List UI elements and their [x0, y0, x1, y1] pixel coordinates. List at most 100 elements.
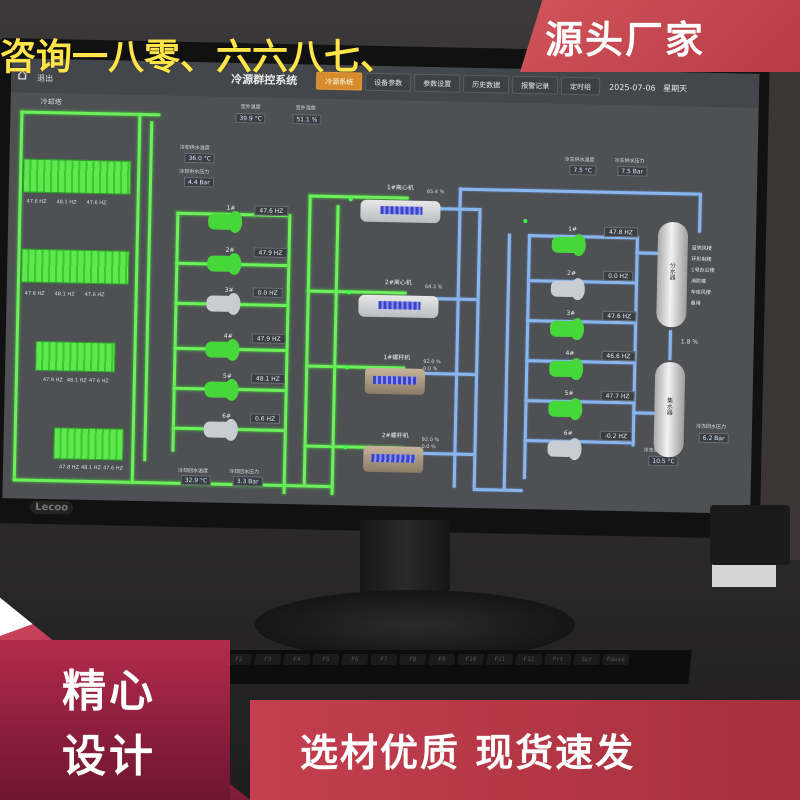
bypass-value: 1.8 % — [680, 338, 699, 346]
chiller-unit-3[interactable] — [364, 364, 426, 399]
keyboard-key: F3 — [254, 654, 282, 665]
pump-head — [569, 318, 585, 341]
chilled-pump-hz: 0.0 HZ — [603, 270, 634, 282]
chilled-pump-hz: 47.8 HZ — [603, 226, 639, 238]
chilled-pump-1[interactable] — [551, 234, 587, 257]
outdoor-temp-value: 39.9 °C — [235, 112, 266, 124]
chiller-name: 2#螺杆机 — [381, 432, 409, 440]
tab-settings[interactable]: 参数设置 — [413, 73, 461, 93]
keyboard-key: Scr — [573, 654, 601, 665]
pipe — [171, 211, 180, 452]
chiller-load-2: 0.0 % — [421, 443, 436, 451]
monitor-screen: ⌂ 退出 冷源群控系统 冷源系统 设备参数 参数设置 历史数据 报警记录 定时组… — [2, 58, 760, 514]
ct-return-temp-label: 冷却回水温度 — [177, 467, 209, 475]
chilled-pump-number: 2# — [567, 269, 577, 278]
ct-supply-press-label: 冷却供水压力 — [179, 168, 210, 176]
pipe — [452, 187, 462, 488]
cooling-pump-hz: 0.0 HZ — [252, 287, 283, 298]
contact-text: 咨询一八零、六六八七、 — [0, 37, 397, 78]
return-header-label: 集水器 — [665, 397, 673, 416]
chilled-supply-temp-value: 7.5 °C — [569, 164, 597, 176]
ct-return-press-label: 冷却回水压力 — [228, 468, 260, 476]
cooling-pump-3[interactable] — [206, 292, 241, 316]
keyboard-key: Prt — [544, 654, 572, 665]
keyboard-key: F5 — [312, 654, 340, 665]
pump-head — [568, 357, 584, 381]
tower-hz: 48.1 HZ — [54, 291, 75, 298]
branch-label: 环形制楼 — [691, 256, 712, 263]
chilled-supply-press-label: 冷冻供水压力 — [614, 157, 645, 165]
keyboard-key: F11 — [486, 654, 514, 665]
chilled-pump-4[interactable] — [549, 357, 584, 381]
supply-header-label: 分水器 — [668, 262, 676, 281]
pipe — [458, 187, 699, 196]
tab-history[interactable]: 历史数据 — [462, 74, 510, 94]
chilled-pump-5[interactable] — [548, 397, 583, 421]
chiller-unit-1[interactable] — [360, 194, 441, 230]
cooling-pump-2[interactable] — [207, 252, 242, 276]
chiller-unit-4[interactable] — [362, 442, 424, 477]
outdoor-humid-label: 室外湿度 — [295, 105, 316, 112]
branch-label: 1号办公楼 — [691, 267, 715, 275]
cooling-tower-3[interactable] — [35, 340, 116, 373]
pipe — [143, 121, 154, 462]
keyboard-key: Pause — [602, 654, 630, 665]
tab-timer[interactable]: 定时组 — [560, 76, 601, 96]
cooling-pump-hz: 0.6 HZ — [249, 413, 281, 424]
cooling-pump-5[interactable] — [204, 378, 239, 402]
status-led — [343, 445, 348, 450]
chiller-coil — [372, 375, 417, 385]
ct-supply-press-value: 4.4 Bar — [183, 176, 214, 188]
pipe — [698, 192, 702, 233]
chilled-supply-press-value: 7.5 Bar — [617, 165, 648, 177]
cooling-tower-4[interactable] — [53, 427, 124, 461]
chilled-pump-number: 5# — [564, 389, 574, 398]
pump-head — [568, 397, 583, 421]
chiller-name: 1#螺杆机 — [383, 354, 411, 362]
ct-return-press-value: 3.3 Bar — [232, 475, 263, 487]
pipe — [330, 205, 340, 496]
tower-hz: 47.6 HZ — [102, 465, 123, 472]
cooling-pump-hz: 47.6 HZ — [254, 205, 289, 217]
cooling-pump-4[interactable] — [205, 338, 240, 362]
cooling-pump-6[interactable] — [203, 418, 239, 442]
keyboard-key: F7 — [370, 654, 398, 665]
tower-hz: 47.9 HZ — [42, 376, 63, 384]
pump-head — [567, 437, 582, 461]
chiller-name: 2#离心机 — [384, 279, 412, 287]
outdoor-temp-label: 室外温度 — [240, 104, 261, 111]
pump-head — [226, 292, 241, 316]
keyboard-key: F9 — [428, 654, 456, 665]
branch-label: 车库风楼 — [690, 289, 711, 296]
tower-hz: 48.1 HZ — [80, 464, 101, 472]
chilled-pump-6[interactable] — [547, 437, 582, 461]
tower-hz: 48.1 HZ — [56, 199, 77, 206]
keyboard-key: F6 — [341, 654, 369, 665]
chilled-return-press-label: 冷冻回水压力 — [695, 423, 727, 431]
keyboard-key: F12 — [515, 654, 543, 665]
monitor: ⌂ 退出 冷源群控系统 冷源系统 设备参数 参数设置 历史数据 报警记录 定时组… — [0, 38, 770, 540]
cooling-tower-2[interactable] — [20, 248, 130, 285]
pump-head — [227, 252, 242, 276]
chiller-coil — [380, 206, 423, 215]
branch-label: 备用 — [690, 300, 701, 307]
tab-alarms[interactable]: 报警记录 — [511, 75, 559, 95]
date: 2025-07-06 — [609, 82, 656, 93]
chiller-unit-2[interactable] — [358, 289, 439, 325]
pump-head — [571, 234, 587, 257]
chiller-coil — [378, 300, 421, 310]
cooling-tower-1[interactable] — [22, 158, 132, 195]
status-led — [523, 218, 528, 224]
ct-supply-temp-value: 36.0 °C — [184, 152, 216, 164]
pipe — [522, 234, 532, 480]
pipe — [472, 208, 482, 489]
branch-label: 消防楼 — [690, 278, 707, 285]
chilled-return-temp-value: 10.5 °C — [648, 455, 679, 467]
chilled-pump-2[interactable] — [550, 278, 586, 301]
branch-label: 蓝壳风楼 — [691, 245, 712, 252]
chilled-pump-3[interactable] — [549, 318, 585, 341]
chiller-load: 92.0 % — [421, 436, 440, 444]
pipe — [302, 194, 312, 485]
chilled-return-press-value: 6.2 Bar — [698, 432, 729, 444]
cooling-pump-1[interactable] — [208, 210, 243, 234]
